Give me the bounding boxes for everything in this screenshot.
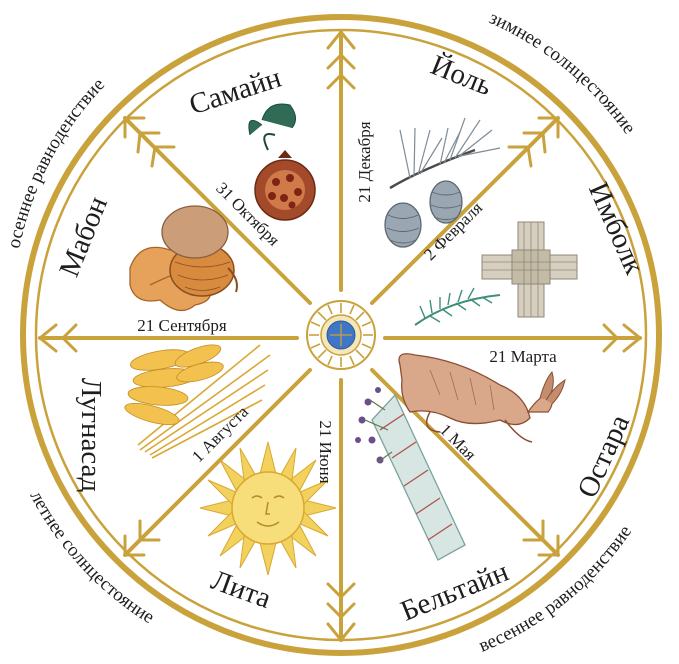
wheat-icon	[123, 340, 270, 458]
date-mabon: 21 Сентября	[137, 316, 227, 335]
date-litha: 21 Июня	[316, 420, 335, 483]
acorn-icon	[130, 206, 237, 310]
sabbat-lughnasadh: Лугнасад	[75, 378, 107, 493]
brigid-cross-icon	[482, 222, 577, 317]
date-yule: 21 Декабря	[355, 121, 374, 202]
sabbat-mabon: Мабон	[53, 192, 114, 281]
hare-icon	[399, 354, 565, 442]
sabbat-ostara: Остара	[571, 410, 636, 503]
season-summer-solstice: летнее солнцестояние	[26, 487, 158, 628]
sabbat-yule: Йоль	[426, 49, 496, 102]
center-compass-icon	[307, 301, 375, 369]
pomegranate-icon	[249, 104, 315, 220]
sabbat-litha: Лита	[207, 564, 275, 615]
date-ostara: 21 Марта	[489, 347, 557, 366]
rosemary-icon	[415, 288, 500, 325]
season-winter-solstice: зимнее солнцестояние	[486, 7, 640, 138]
